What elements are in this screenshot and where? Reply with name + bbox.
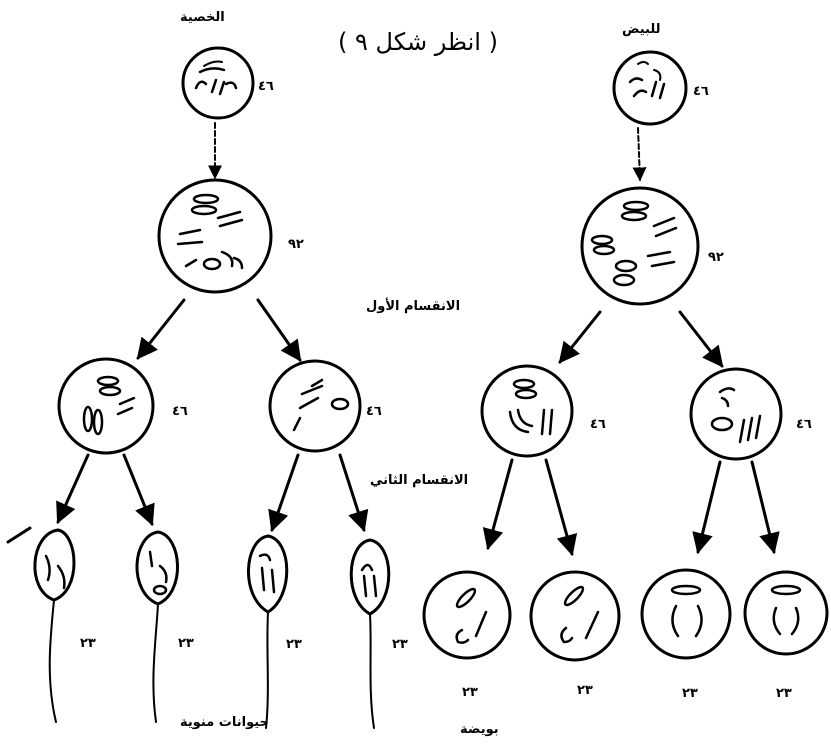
count-sperm-1: ٢٣ <box>80 636 96 651</box>
count-testis-right: ٤٦ <box>366 404 382 419</box>
ova-label: بويضة <box>460 722 499 737</box>
ovary-right-cell <box>689 367 783 461</box>
testis-lineage <box>6 46 391 729</box>
count-sperm-3: ٢٣ <box>286 637 302 652</box>
testis-right-cell <box>268 359 362 453</box>
ovary-start-cell <box>612 50 688 126</box>
second-division-label: الانقسام الثاني <box>370 473 469 488</box>
sperm-1 <box>33 528 76 723</box>
ovary-left-cell <box>480 364 574 458</box>
egg-3 <box>640 568 732 660</box>
count-egg-4: ٢٣ <box>776 686 792 701</box>
count-testis-left: ٤٦ <box>172 404 188 419</box>
sperm-2 <box>135 530 179 723</box>
count-sperm-4: ٢٣ <box>392 637 408 652</box>
figure-note: ( انظر شكل ٩ ) <box>338 28 498 56</box>
testis-mid-cell <box>157 178 273 294</box>
count-egg-2: ٢٣ <box>577 683 593 698</box>
count-testis-start: ٤٦ <box>258 79 274 94</box>
egg-4 <box>743 570 829 656</box>
count-ovary-mid: ٩٢ <box>708 250 724 265</box>
count-sperm-2: ٢٣ <box>178 636 194 651</box>
sperms-label: حيوانات منوية <box>180 715 269 730</box>
ovary-label: للبيض <box>622 22 661 37</box>
sperm-3 <box>247 534 289 729</box>
sperm-4 <box>349 538 391 729</box>
count-ovary-left: ٤٦ <box>590 417 606 432</box>
count-egg-1: ٢٣ <box>462 685 478 700</box>
count-testis-mid: ٩٢ <box>288 237 304 252</box>
ovary-lineage <box>422 50 829 662</box>
egg-1 <box>422 570 512 660</box>
egg-2 <box>529 570 621 662</box>
testis-start-cell <box>181 46 255 120</box>
ovary-mid-cell <box>580 186 700 306</box>
testis-label: الخصية <box>180 10 225 25</box>
count-egg-3: ٢٣ <box>682 686 698 701</box>
count-ovary-right: ٤٦ <box>796 417 812 432</box>
count-ovary-start: ٤٦ <box>693 84 709 99</box>
first-division-label: الانقسام الأول <box>366 299 461 314</box>
testis-left-cell <box>57 357 155 455</box>
